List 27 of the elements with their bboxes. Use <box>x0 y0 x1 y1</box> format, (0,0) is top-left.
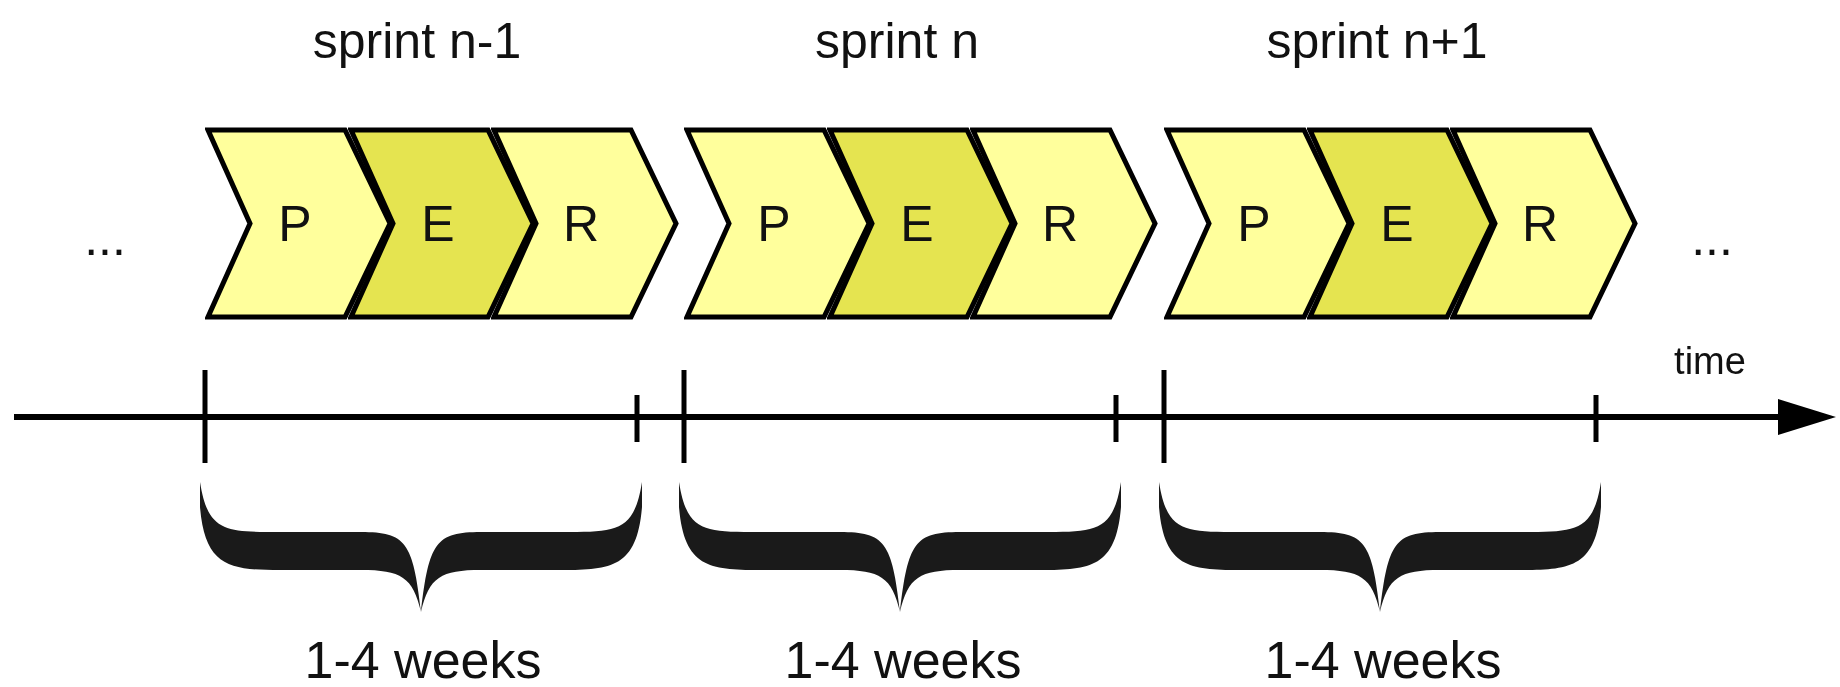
phase-block <box>491 127 679 320</box>
duration-label: 1-4 weeks <box>1264 634 1502 686</box>
phase-block <box>970 127 1158 320</box>
phase-letter: E <box>421 198 455 249</box>
axis-label: time <box>1674 342 1746 380</box>
phase-block <box>1307 127 1495 320</box>
phase-letter: P <box>1237 198 1271 249</box>
phase-block <box>1450 127 1638 320</box>
phase-letter: E <box>900 198 934 249</box>
duration-label: 1-4 weeks <box>304 634 542 686</box>
phase-letter: P <box>757 198 791 249</box>
sprint-title: sprint n+1 <box>1266 16 1488 66</box>
phase-letter: R <box>1041 198 1079 249</box>
phase-letter: E <box>1380 198 1414 249</box>
phase-block <box>827 127 1015 320</box>
duration-label: 1-4 weeks <box>784 634 1022 686</box>
sprint-title: sprint n <box>815 16 979 66</box>
phase-block <box>348 127 536 320</box>
phase-block <box>205 127 393 320</box>
ellipsis: ... <box>1691 213 1733 263</box>
phase-letter: R <box>1521 198 1559 249</box>
phase-block <box>684 127 872 320</box>
phase-letter: P <box>278 198 312 249</box>
phase-block <box>1164 127 1352 320</box>
ellipsis: ... <box>84 213 126 263</box>
sprint-title: sprint n-1 <box>312 16 522 66</box>
phase-letter: R <box>562 198 600 249</box>
